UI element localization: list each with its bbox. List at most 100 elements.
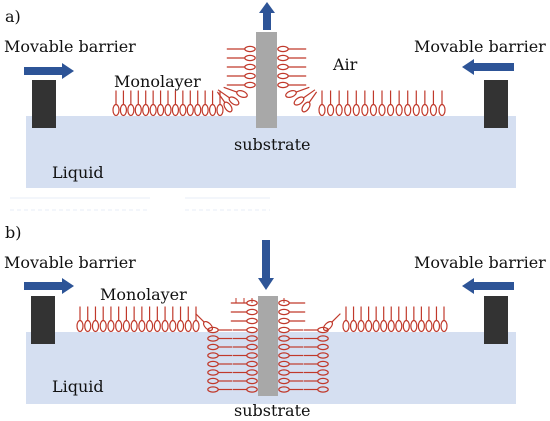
substrate-a	[256, 32, 277, 128]
amphiphile-molecule	[195, 313, 214, 332]
amphiphile-molecule	[369, 90, 378, 117]
amphiphile-molecule	[278, 386, 304, 393]
amphiphile-molecule	[99, 306, 107, 333]
amphiphile-molecule	[357, 306, 365, 333]
amphiphile-molecule	[176, 306, 185, 333]
amphiphile-molecule	[127, 90, 135, 117]
amphiphile-molecule	[278, 369, 304, 376]
amphiphile-molecule	[378, 90, 386, 117]
amphiphile-molecule	[156, 90, 165, 117]
barrier-left-label-b: Movable barrier	[4, 253, 136, 272]
amphiphile-molecule	[226, 81, 256, 89]
amphiphile-molecule	[417, 306, 425, 333]
amphiphile-molecule	[278, 377, 304, 385]
amphiphile-molecule	[432, 306, 441, 333]
amphiphile-molecule	[226, 63, 256, 71]
amphiphile-molecule	[207, 377, 233, 385]
amphiphile-molecule	[232, 326, 258, 334]
amphiphile-molecule	[217, 89, 240, 106]
amphiphile-molecule	[169, 306, 177, 333]
arrow-up-icon	[259, 2, 275, 30]
monolayer-label-b: Monolayer	[100, 285, 187, 304]
amphiphile-molecule	[278, 317, 306, 325]
barrier-right-b	[484, 296, 508, 344]
amphiphile-molecule	[303, 335, 329, 342]
amphiphile-molecule	[421, 90, 429, 117]
substrate-b	[258, 296, 278, 396]
amphiphile-molecule	[208, 90, 217, 117]
amphiphile-molecule	[84, 306, 92, 333]
amphiphile-molecule	[76, 306, 84, 333]
amphiphile-molecule	[386, 90, 395, 117]
amphiphile-molecule	[164, 90, 172, 117]
amphiphile-molecule	[278, 335, 304, 342]
amphiphile-molecule	[278, 352, 304, 359]
amphiphile-molecule	[149, 90, 157, 117]
amphiphile-molecule	[130, 306, 138, 333]
air-label-a: Air	[332, 55, 358, 74]
amphiphile-molecule	[303, 343, 329, 351]
amphiphile-molecule	[278, 299, 306, 307]
substrate-label-a: substrate	[234, 135, 310, 154]
faint-reflection-a	[10, 197, 270, 211]
amphiphile-molecule	[372, 306, 380, 333]
monolayer-right-b	[342, 306, 448, 333]
amphiphile-molecule	[387, 306, 395, 333]
amphiphile-molecule	[91, 306, 100, 333]
amphiphile-molecule	[410, 306, 418, 333]
amphiphile-molecule	[293, 89, 316, 106]
amphiphile-molecule	[429, 90, 438, 117]
panel-b: b) Movable barrier Movable barrier Monol…	[4, 223, 546, 420]
arrow-left-icon	[462, 278, 514, 294]
amphiphile-molecule	[134, 90, 142, 117]
amphiphile-molecule	[278, 326, 304, 334]
amphiphile-molecule	[207, 335, 233, 342]
amphiphile-molecule	[278, 343, 304, 351]
amphiphile-molecule	[232, 377, 258, 385]
amphiphile-molecule	[365, 306, 373, 333]
amphiphile-molecule	[380, 306, 388, 333]
amphiphile-molecule	[226, 72, 256, 80]
panel-a: a) Movable barrier Movable barrier Monol…	[4, 2, 546, 211]
amphiphile-molecule	[303, 360, 329, 368]
arrow-down-icon	[258, 240, 274, 290]
amphiphile-molecule	[207, 352, 233, 359]
substrate-bilayer-b	[195, 298, 341, 393]
amphiphile-molecule	[223, 86, 248, 98]
amphiphile-molecule	[153, 306, 161, 333]
amphiphile-molecule	[344, 90, 352, 117]
barrier-left-b	[31, 296, 55, 344]
amphiphile-molecule	[171, 90, 180, 117]
panel-label-a: a)	[5, 7, 21, 26]
amphiphile-molecule	[122, 306, 131, 333]
arrow-left-icon	[462, 59, 514, 75]
amphiphile-molecule	[179, 90, 187, 117]
barrier-left-a	[32, 80, 56, 128]
monolayer-right-a	[318, 90, 446, 117]
substrate-monolayer-a	[216, 45, 318, 113]
amphiphile-molecule	[207, 343, 233, 351]
substrate-label-b: substrate	[234, 401, 310, 420]
panel-label-b: b)	[5, 223, 21, 242]
amphiphile-molecule	[412, 90, 420, 117]
amphiphile-molecule	[277, 81, 307, 89]
amphiphile-molecule	[342, 306, 350, 333]
amphiphile-molecule	[326, 90, 335, 117]
amphiphile-molecule	[230, 308, 258, 316]
amphiphile-molecule	[230, 317, 258, 325]
monolayer-left-b	[76, 306, 200, 333]
amphiphile-molecule	[322, 313, 341, 332]
monolayer-label-a: Monolayer	[114, 72, 201, 91]
amphiphile-molecule	[207, 369, 233, 376]
arrow-right-icon	[24, 63, 74, 79]
amphiphile-molecule	[425, 306, 433, 333]
barrier-right-label-b: Movable barrier	[414, 253, 546, 272]
amphiphile-molecule	[318, 90, 326, 117]
amphiphile-molecule	[349, 306, 358, 333]
amphiphile-molecule	[395, 306, 403, 333]
amphiphile-molecule	[138, 306, 146, 333]
amphiphile-molecule	[352, 90, 360, 117]
amphiphile-molecule	[303, 377, 329, 385]
amphiphile-molecule	[232, 343, 258, 351]
